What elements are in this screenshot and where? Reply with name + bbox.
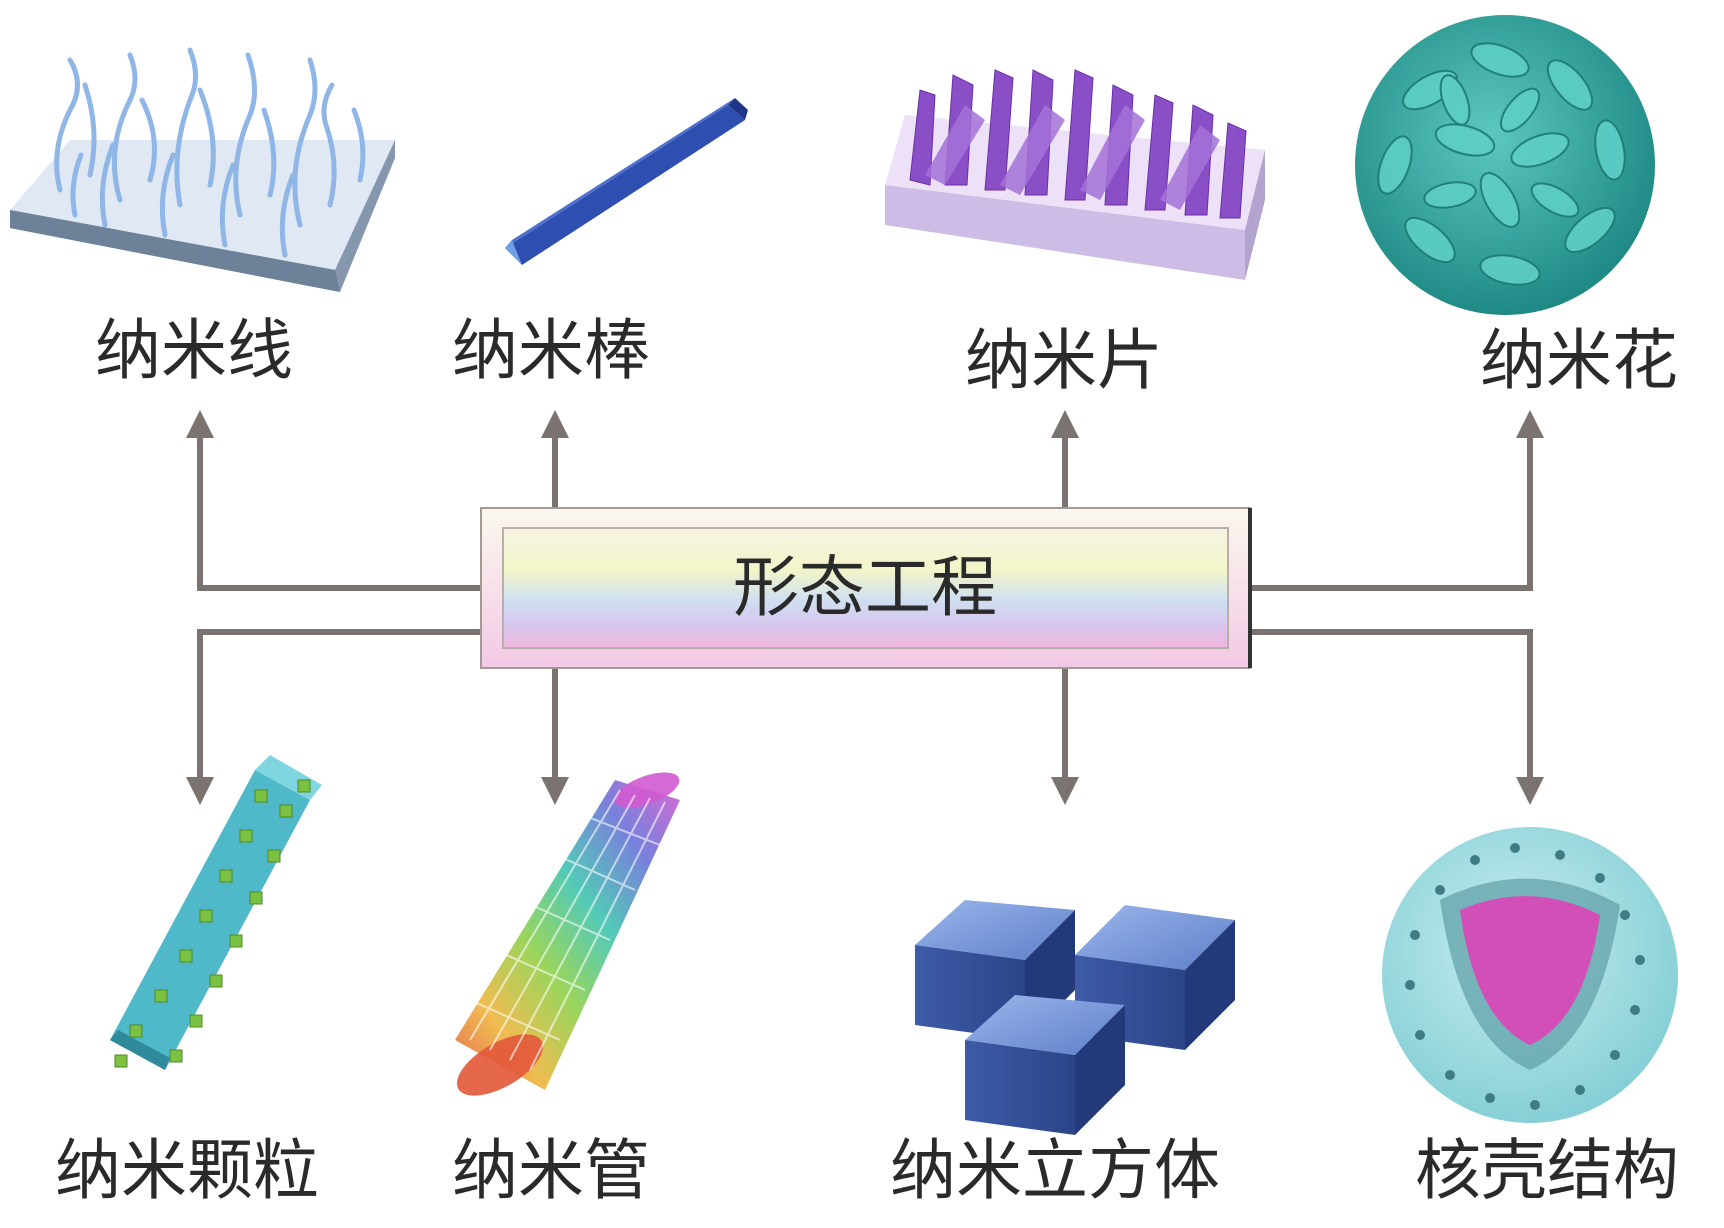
label-nanorod: 纳米棒 bbox=[452, 312, 650, 389]
label-nanoparticle: 纳米颗粒 bbox=[55, 1132, 319, 1209]
center-bar-inner bbox=[502, 527, 1229, 649]
nanotube-illustration bbox=[455, 772, 680, 1096]
nanoflower-illustration bbox=[1355, 15, 1655, 315]
coreshell-illustration bbox=[1382, 827, 1678, 1123]
nanowire-illustration bbox=[10, 47, 395, 292]
connectors bbox=[197, 430, 1533, 785]
arrowheads bbox=[186, 410, 1544, 805]
label-nanotube: 纳米管 bbox=[452, 1132, 650, 1209]
connector-nanoflower bbox=[1248, 430, 1533, 591]
nanoparticle-illustration bbox=[110, 755, 322, 1070]
center-label-morphology-engineering: 形态工程 bbox=[733, 549, 997, 626]
label-nanoflower: 纳米花 bbox=[1480, 322, 1678, 399]
center-bar bbox=[480, 507, 1252, 669]
arrowhead-up-nanosheet bbox=[1051, 410, 1079, 438]
label-nanowire: 纳米线 bbox=[95, 312, 293, 389]
label-core-shell: 核壳结构 bbox=[1415, 1132, 1679, 1209]
label-nanocube: 纳米立方体 bbox=[890, 1132, 1220, 1209]
nanosheet-illustration bbox=[885, 69, 1265, 280]
arrowhead-up-nanorod bbox=[541, 410, 569, 438]
nanocube-illustration bbox=[915, 900, 1235, 1135]
arrowhead-down-nanotube bbox=[541, 777, 569, 805]
arrowhead-down-coreshell bbox=[1516, 777, 1544, 805]
arrowhead-down-nanoparticle bbox=[186, 777, 214, 805]
connector-nanowire bbox=[197, 430, 483, 591]
connector-coreshell bbox=[1248, 629, 1533, 785]
core-sphere bbox=[1460, 896, 1600, 1045]
connector-nanoparticle bbox=[197, 629, 483, 785]
arrowhead-down-nanocube bbox=[1051, 777, 1079, 805]
arrowhead-up-nanowire bbox=[186, 410, 214, 438]
arrowhead-up-nanoflower bbox=[1516, 410, 1544, 438]
label-nanosheet: 纳米片 bbox=[965, 322, 1163, 399]
nanorod-illustration bbox=[505, 98, 748, 265]
nanocube-3 bbox=[965, 995, 1125, 1135]
